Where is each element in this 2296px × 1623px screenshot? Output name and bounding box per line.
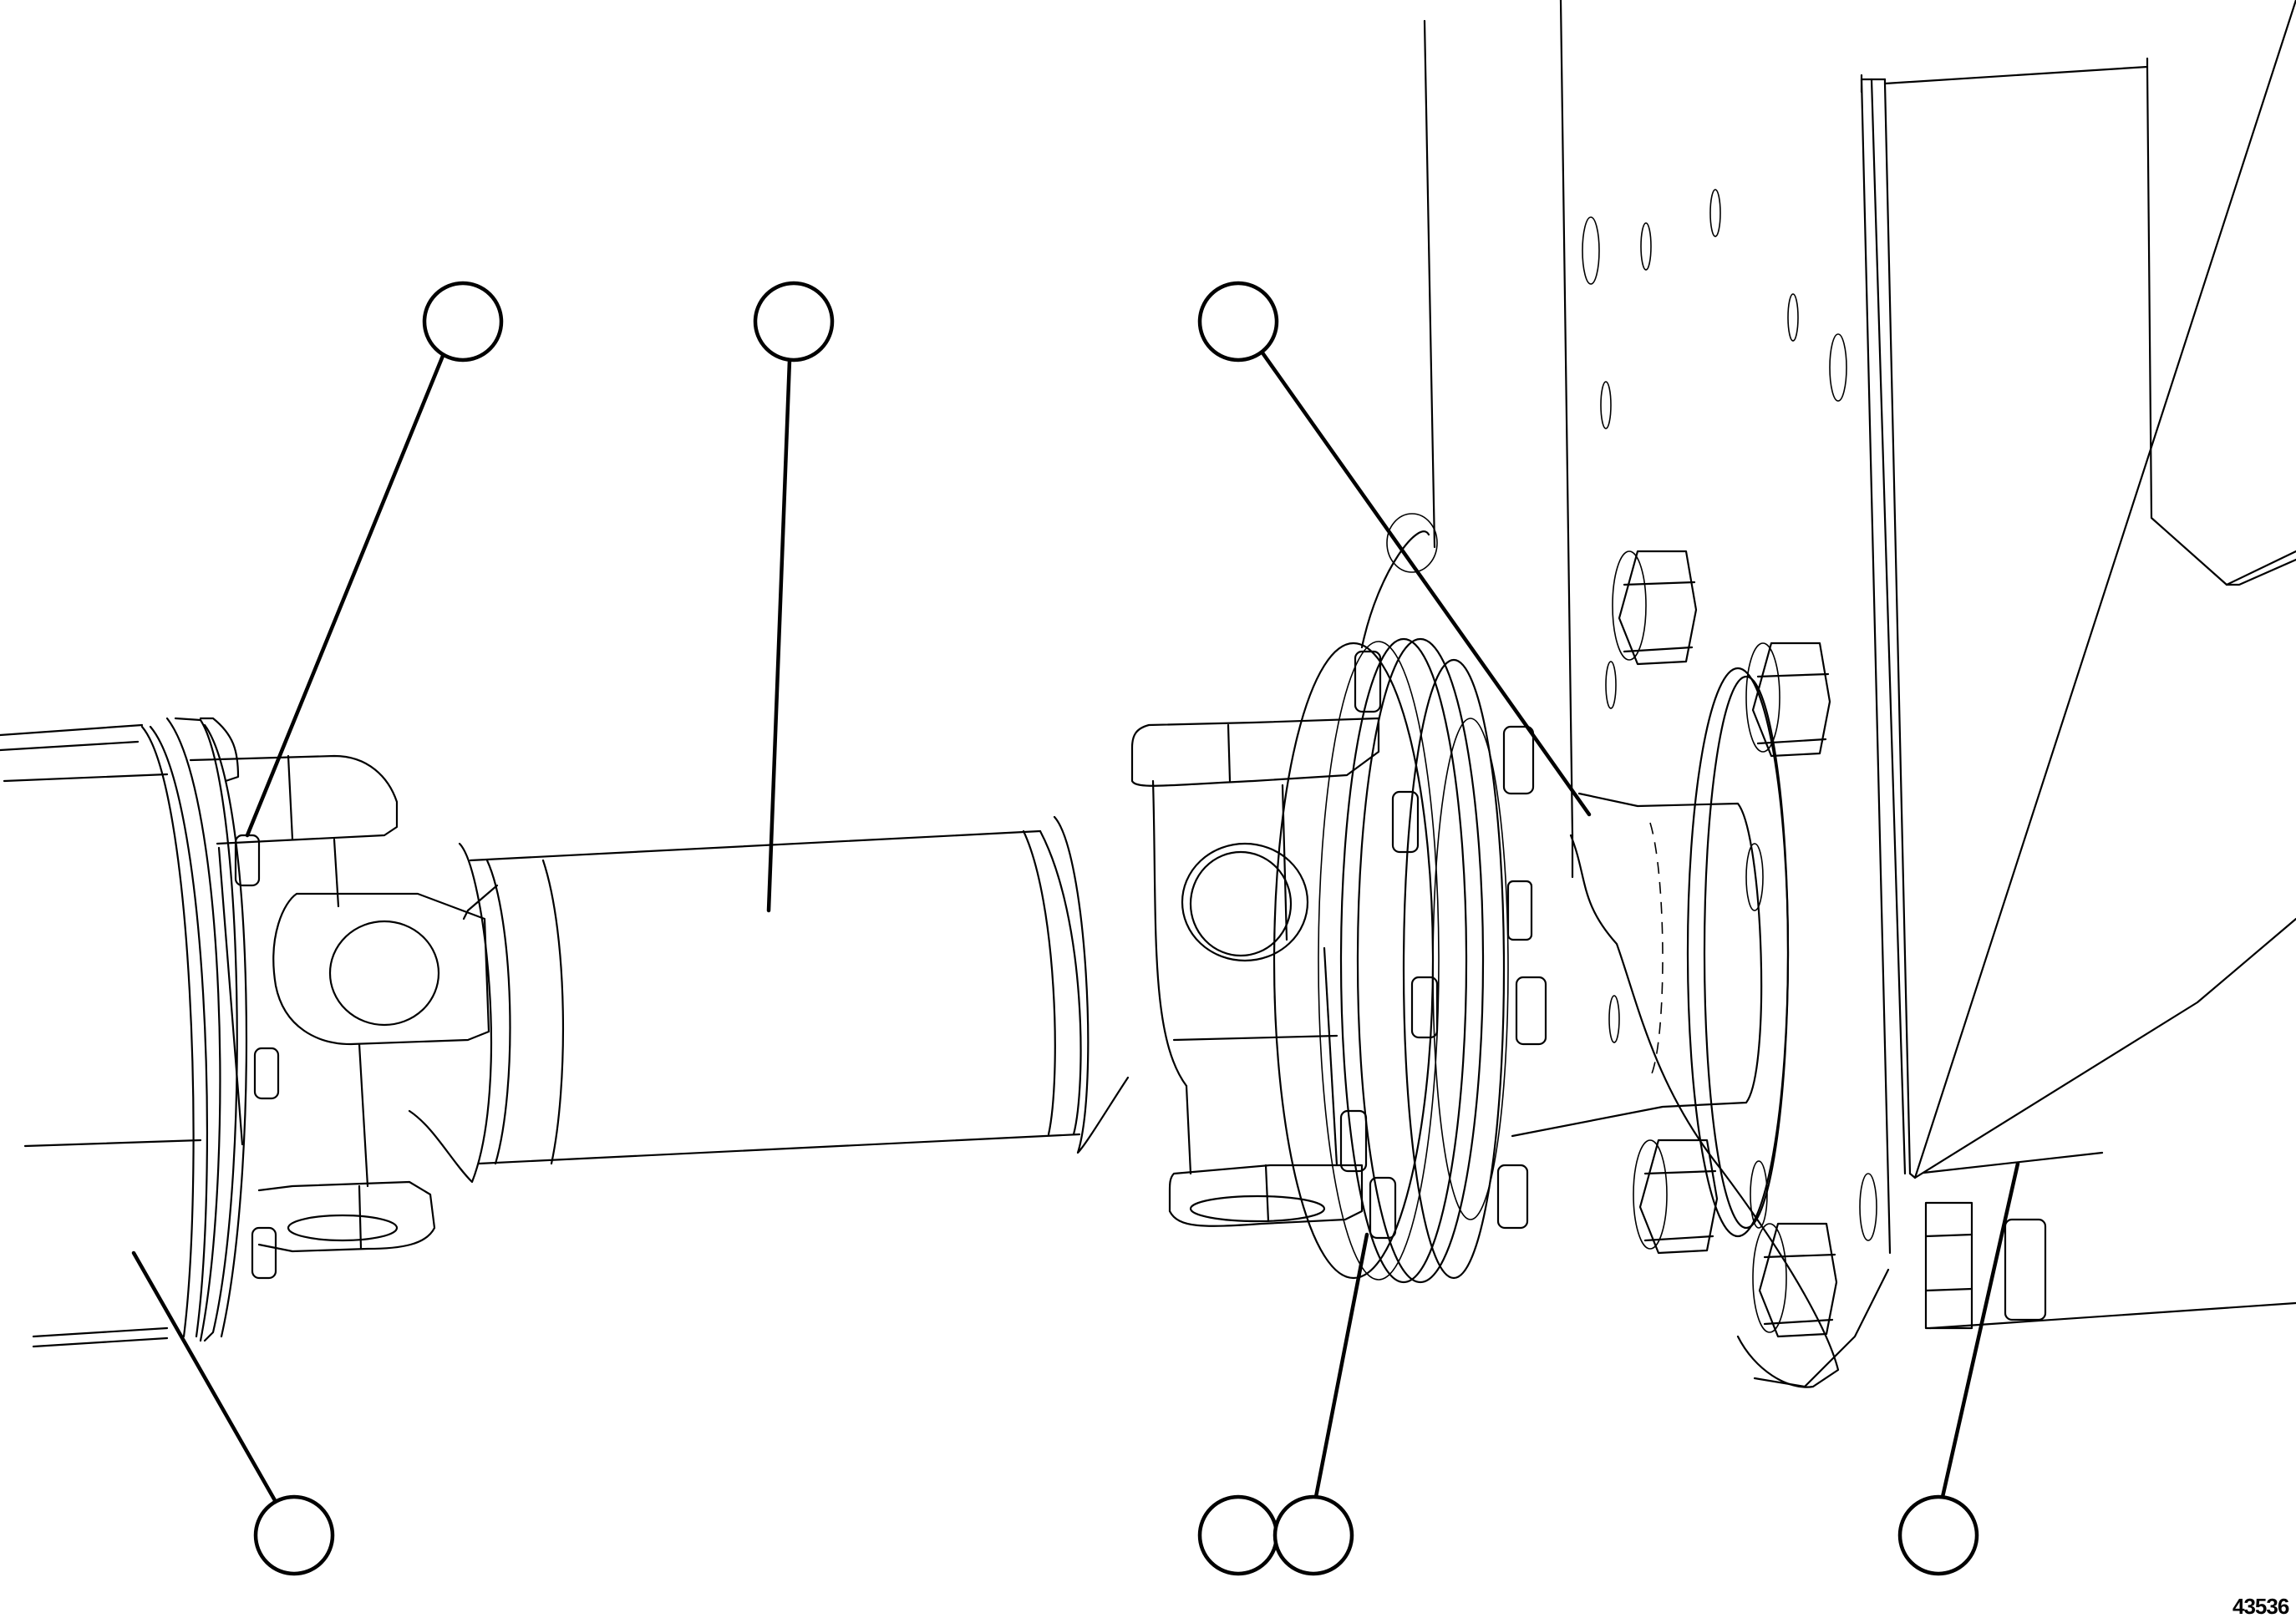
bracket-hex-bolts — [1612, 550, 2047, 1338]
callout-circle-5 — [1197, 1494, 1279, 1576]
right-universal-joint — [1130, 717, 1380, 1227]
callout-circle-1 — [422, 281, 504, 363]
flange-bolts — [1339, 650, 1547, 1240]
mounting-bracket — [1423, 0, 2296, 1388]
callout-circle-7 — [1897, 1494, 1979, 1576]
output-hub — [1360, 513, 1790, 1238]
callouts — [253, 281, 1979, 1576]
callout-circle-3 — [1197, 281, 1279, 363]
callout-circle-6 — [1272, 1494, 1354, 1576]
callout-circle-4 — [253, 1494, 335, 1576]
left-tube-flange — [0, 717, 248, 1348]
flange-coupling — [1272, 637, 1509, 1284]
figure-number: 43536 — [2233, 1594, 2289, 1619]
driveshaft-tube — [408, 815, 1130, 1184]
left-universal-joint — [189, 754, 499, 1280]
callout-circle-2 — [753, 281, 835, 363]
leader-lines — [131, 349, 2020, 1504]
bracket-holes — [1582, 189, 1877, 1241]
